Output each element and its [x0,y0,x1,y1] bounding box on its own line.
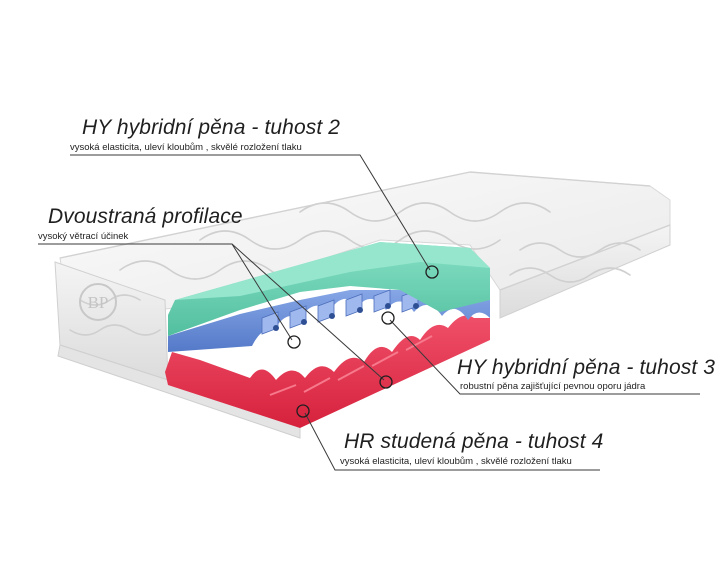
red-ridges [269,335,433,396]
layer-red [165,315,490,428]
callout-profile-subtitle: vysoký větrací účinek [38,231,129,242]
marker-hy3 [381,311,395,325]
logo-circle [79,283,117,321]
quilt-pattern [69,202,641,336]
leader-lines [38,154,700,471]
marker-profile-b [379,375,393,389]
callout-hy2-subtitle: vysoká elasticita, uleví kloubům , skvěl… [70,142,302,153]
callout-profile-title: Dvoustraná profilace [48,205,243,228]
marker-profile-a [287,335,301,349]
green-top-face [175,242,490,300]
layer-green [168,242,490,336]
callout-hy2-title: HY hybridní pěna - tuhost 2 [82,116,340,139]
logo-text: BP [88,293,109,312]
marker-hy2 [425,265,439,279]
callout-hr4-title: HR studená pěna - tuhost 4 [344,430,604,453]
callout-hy3-title: HY hybridní pěna - tuhost 3 [457,356,715,379]
blue-dimples [273,303,419,331]
marker-hr4 [296,404,310,418]
callout-hy3-subtitle: robustní pěna zajišťující pevnou oporu j… [460,381,646,392]
callout-hr4-subtitle: vysoká elasticita, uleví kloubům , skvěl… [340,456,572,467]
leader-markers [287,265,439,418]
